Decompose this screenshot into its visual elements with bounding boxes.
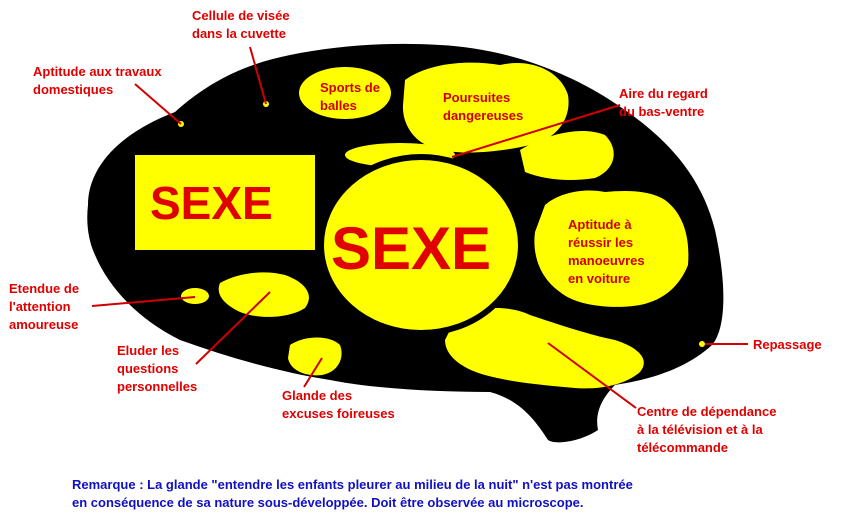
- leader-dependance: [547, 342, 637, 409]
- lobe-eluder: [218, 272, 309, 317]
- lobe-attention: [181, 288, 209, 304]
- remark-line-1: Remarque : La glande "entendre les enfan…: [72, 477, 633, 492]
- leader-domestiques: [134, 83, 182, 125]
- leader-regard: [451, 104, 621, 158]
- label-repassage: Repassage: [753, 337, 822, 352]
- lobe-dependance: [445, 308, 644, 389]
- leader-glande: [303, 357, 323, 388]
- lobe-sexe-box: [135, 155, 315, 250]
- remark-line-2: en conséquence de sa nature sous-dévelop…: [72, 495, 584, 510]
- lobe-manoeuvres: [534, 190, 689, 307]
- leader-attention: [91, 296, 196, 307]
- brain-lobes: [135, 62, 705, 389]
- leader-lines: [91, 46, 748, 409]
- leader-visee: [249, 46, 267, 105]
- lobe-poursuites: [402, 62, 569, 153]
- dot-repassage: [699, 341, 705, 347]
- lobe-sports: [299, 67, 391, 119]
- sexe-box-text: SEXE: [150, 177, 273, 229]
- lobe-regard: [520, 130, 614, 180]
- lobe-sexe-circle: [321, 157, 521, 333]
- sexe-circle-outline: [318, 154, 524, 336]
- lobe-glande: [288, 337, 342, 376]
- brain-cutaway: [600, 385, 720, 470]
- sexe-circle-text: SEXE: [331, 215, 492, 282]
- leader-eluder: [195, 291, 271, 365]
